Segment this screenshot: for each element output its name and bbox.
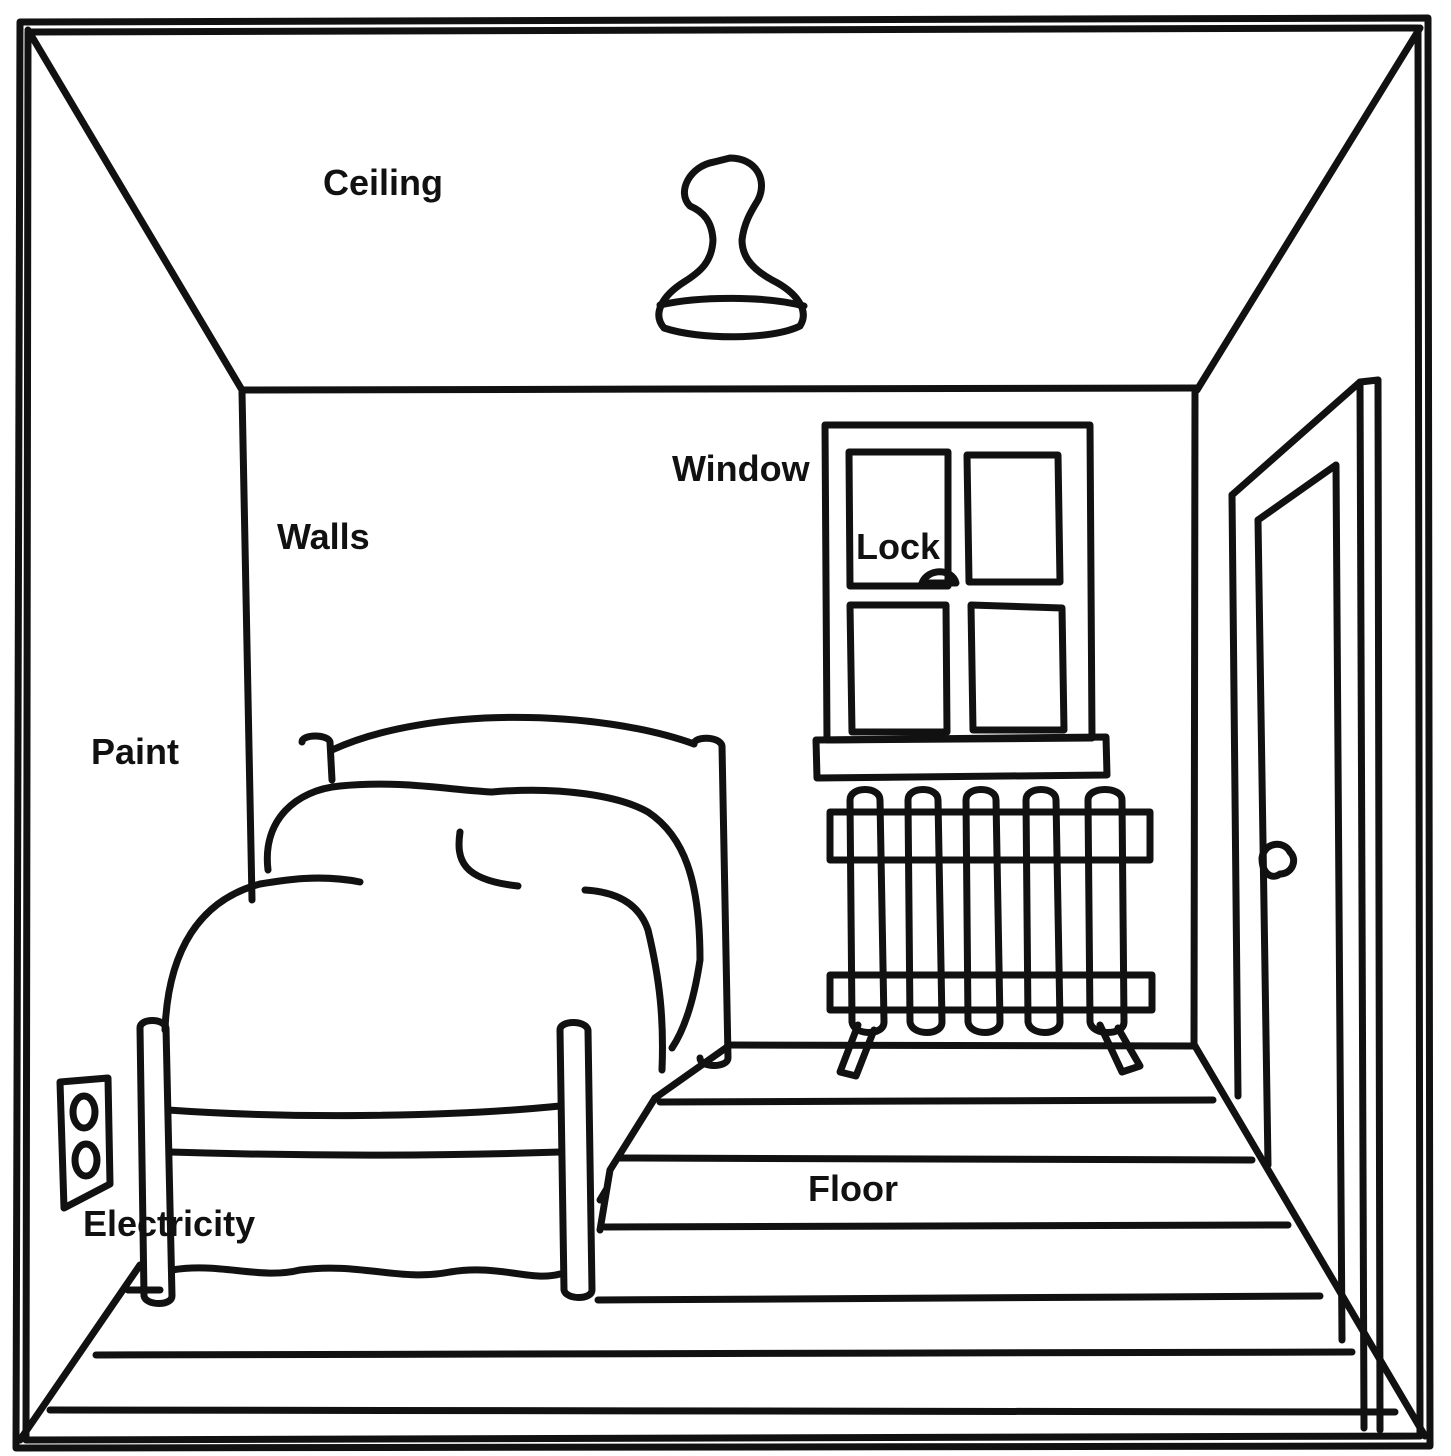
outlet-socket-icon <box>73 1096 95 1128</box>
label-floor: Floor <box>808 1171 898 1207</box>
window-lock-icon <box>922 572 956 583</box>
ceiling-lamp <box>659 158 804 337</box>
electrical-outlet <box>60 1078 110 1208</box>
label-electricity: Electricity <box>83 1206 255 1242</box>
radiator <box>830 790 1152 1077</box>
label-lock: Lock <box>856 529 940 565</box>
label-walls: Walls <box>277 519 370 555</box>
outlet-socket-icon <box>75 1144 97 1176</box>
door <box>1232 380 1380 1430</box>
label-ceiling: Ceiling <box>323 165 443 201</box>
window <box>816 425 1107 778</box>
label-paint: Paint <box>91 734 179 770</box>
label-window: Window <box>672 451 810 487</box>
